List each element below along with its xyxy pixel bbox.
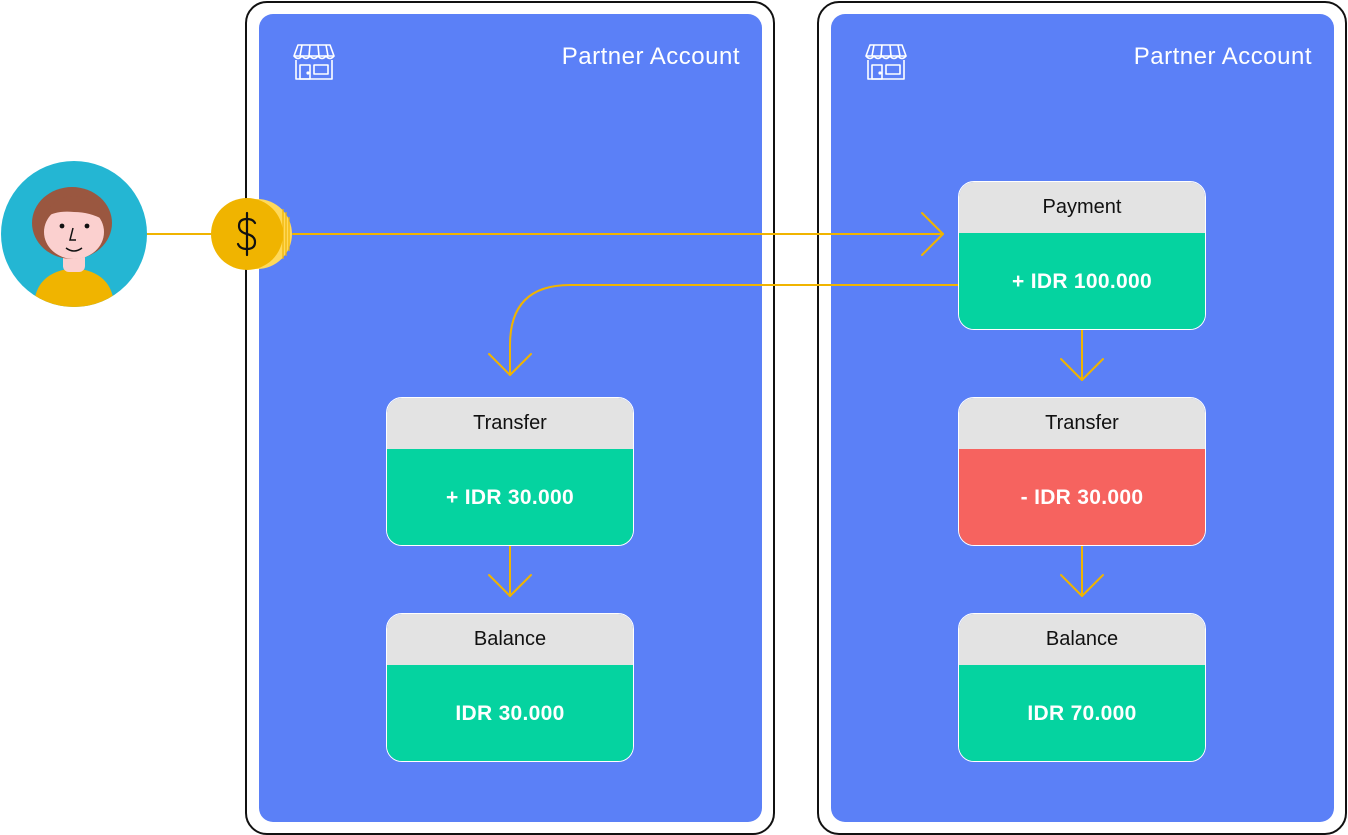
storefront-icon [293, 44, 335, 80]
right-payment-card: Payment + IDR 100.000 [958, 181, 1206, 330]
right-balance-card: Balance IDR 70.000 [958, 613, 1206, 762]
card-header: Balance [387, 614, 633, 665]
left-balance-card: Balance IDR 30.000 [386, 613, 634, 762]
person-avatar-icon [1, 161, 147, 307]
card-header: Balance [959, 614, 1205, 665]
left-account-title: Partner Account [561, 43, 740, 70]
left-transfer-card: Transfer + IDR 30.000 [386, 397, 634, 546]
card-amount: + IDR 30.000 [387, 449, 633, 545]
right-transfer-card: Transfer - IDR 30.000 [958, 397, 1206, 546]
card-header: Payment [959, 182, 1205, 233]
card-amount: IDR 30.000 [387, 665, 633, 761]
card-amount: + IDR 100.000 [959, 233, 1205, 329]
card-amount: IDR 70.000 [959, 665, 1205, 761]
dollar-coin-icon [211, 198, 292, 270]
card-header: Transfer [387, 398, 633, 449]
right-account-title: Partner Account [1133, 43, 1312, 70]
storefront-icon [865, 44, 907, 80]
card-header: Transfer [959, 398, 1205, 449]
card-amount: - IDR 30.000 [959, 449, 1205, 545]
